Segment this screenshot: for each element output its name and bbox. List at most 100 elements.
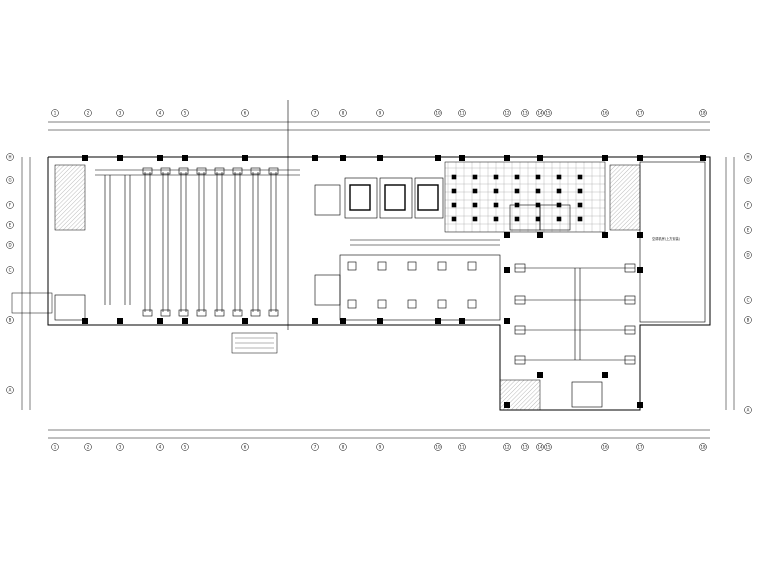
column-marker (312, 318, 318, 324)
diffuser (577, 188, 583, 194)
diffuser (514, 188, 520, 194)
svg-text:11: 11 (459, 445, 465, 450)
air-outlet (142, 309, 153, 317)
diffuser (493, 216, 499, 222)
diffuser (451, 216, 457, 222)
duct-runs (95, 100, 300, 330)
air-outlet (624, 355, 636, 365)
column-marker (182, 318, 188, 324)
air-outlet (160, 309, 171, 317)
svg-text:3: 3 (119, 445, 122, 450)
svg-text:17: 17 (637, 111, 643, 116)
axis-bubble-top: 2 (84, 109, 92, 117)
diffuser (514, 174, 520, 180)
diffuser (472, 188, 478, 194)
axis-bubble-bottom: 16 (601, 443, 609, 451)
axis-bubble-bottom: 8 (339, 443, 347, 451)
column-marker (602, 232, 608, 238)
diffuser (577, 216, 583, 222)
diffuser (535, 188, 541, 194)
air-outlet (142, 167, 153, 175)
axis-bubble-top: 10 (434, 109, 442, 117)
svg-text:C: C (9, 268, 12, 273)
column-marker (637, 232, 643, 238)
axis-bubble-bottom: 10 (434, 443, 442, 451)
air-outlet (178, 167, 189, 175)
svg-text:3: 3 (119, 111, 122, 116)
axis-bubble-left: G (6, 176, 14, 184)
axis-bubble-bottom: 15 (544, 443, 552, 451)
diffuser (535, 202, 541, 208)
column-marker (242, 155, 248, 161)
column-marker (602, 155, 608, 161)
axis-bubble-top: 8 (339, 109, 347, 117)
axis-bubble-left: E (6, 221, 14, 229)
air-outlet (437, 261, 447, 271)
axis-bubble-right: D (744, 251, 752, 259)
axis-bubble-top: 1 (51, 109, 59, 117)
axis-bubble-top: 15 (544, 109, 552, 117)
svg-text:9: 9 (379, 111, 382, 116)
axis-bubble-bottom: 3 (116, 443, 124, 451)
right-duct-runs (347, 174, 636, 365)
column-marker (435, 155, 441, 161)
air-outlet (467, 261, 477, 271)
column-marker (377, 155, 383, 161)
svg-text:17: 17 (637, 445, 643, 450)
svg-text:15: 15 (545, 445, 551, 450)
svg-text:13: 13 (522, 445, 528, 450)
column-marker (637, 155, 643, 161)
air-outlet (467, 299, 477, 309)
svg-text:8: 8 (342, 111, 345, 116)
axis-bubble-bottom: 7 (311, 443, 319, 451)
svg-text:F: F (747, 203, 750, 208)
column-marker (312, 155, 318, 161)
axis-bubble-bottom: 5 (181, 443, 189, 451)
column-marker (242, 318, 248, 324)
diffuser (556, 188, 562, 194)
axis-bubble-bottom: 14 (536, 443, 544, 451)
column-marker (82, 155, 88, 161)
diffuser (493, 174, 499, 180)
axis-bubble-right: E (744, 226, 752, 234)
air-outlet (347, 299, 357, 309)
building-outline (47, 156, 711, 411)
svg-text:18: 18 (700, 111, 706, 116)
room-label-right: 空调机房(上方安装) (652, 236, 680, 241)
axis-bubble-left: F (6, 201, 14, 209)
air-outlet (214, 167, 225, 175)
air-outlet (347, 261, 357, 271)
axis-bubble-left: H (6, 153, 14, 161)
axis-bubble-top: 7 (311, 109, 319, 117)
dimension-lines (21, 121, 735, 439)
svg-text:12: 12 (504, 111, 510, 116)
legend-box (11, 292, 278, 354)
column-marker (157, 318, 163, 324)
air-outlet (250, 167, 261, 175)
air-outlet (214, 309, 225, 317)
axis-bubble-left: B (6, 316, 14, 324)
column-marker (504, 318, 510, 324)
column-marker (637, 267, 643, 273)
svg-text:H: H (8, 155, 11, 160)
axis-bubble-top: 6 (241, 109, 249, 117)
column-marker (504, 402, 510, 408)
axis-bubble-right: A (744, 406, 752, 414)
axis-bubble-bottom: 17 (636, 443, 644, 451)
axis-bubble-bottom: 6 (241, 443, 249, 451)
air-outlet (624, 263, 636, 273)
air-outlet (232, 309, 243, 317)
axis-bubble-top: 11 (458, 109, 466, 117)
column-marker (340, 155, 346, 161)
svg-text:16: 16 (602, 445, 608, 450)
diffuser (451, 188, 457, 194)
svg-text:8: 8 (342, 445, 345, 450)
axis-bubble-bottom: 1 (51, 443, 59, 451)
column-marker (459, 318, 465, 324)
svg-text:4: 4 (159, 445, 162, 450)
column-marker (117, 318, 123, 324)
axis-bubble-top: 5 (181, 109, 189, 117)
column-marker (157, 155, 163, 161)
